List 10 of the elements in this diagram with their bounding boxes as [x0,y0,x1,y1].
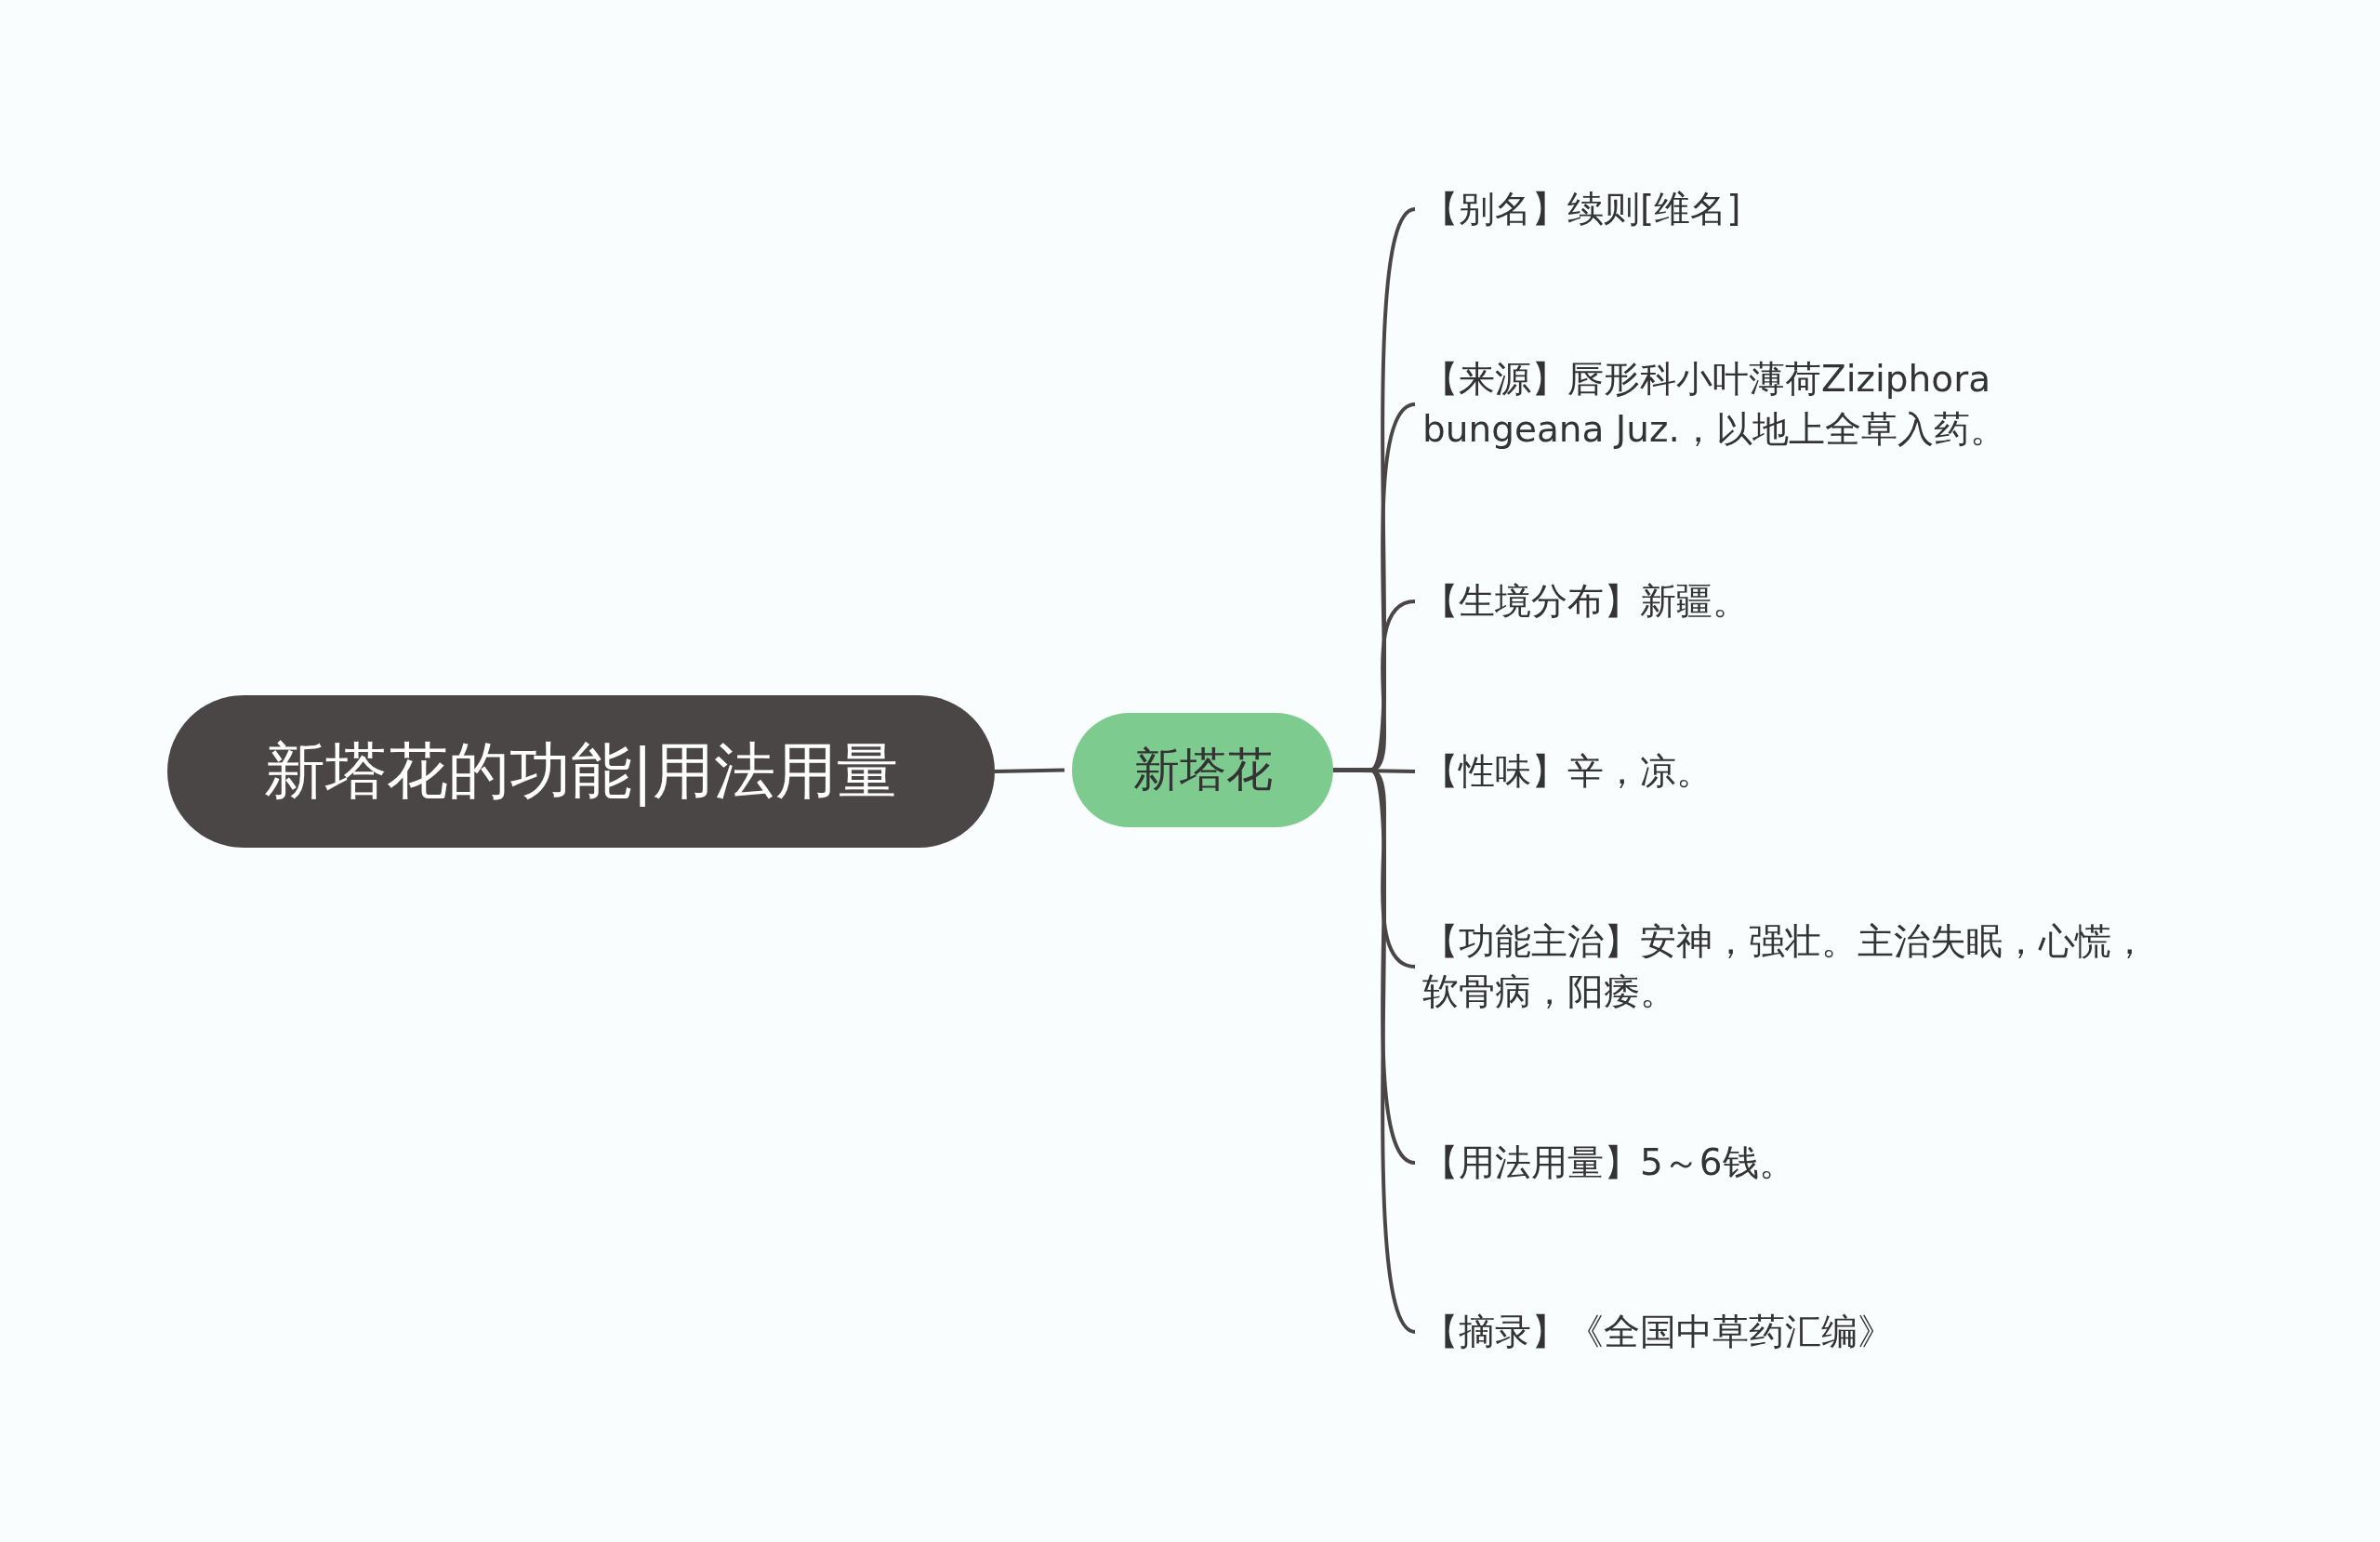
connector-line [994,768,1065,773]
root-node: 新塔花的功能|用法用量 [167,695,995,848]
leaf-text: 【别名】续则[维名] [1422,177,2175,242]
leaf-text: 【用法用量】5～6钱。 [1422,1130,2175,1195]
leaf-text: 【来源】唇形科小叶薄荷Ziziphora bungeana Juz.，以地上全草入药。 [1422,353,2175,455]
leaf-text: 【功能主治】安神，强壮。主治失眠，心慌，软骨病，阳痿。 [1422,916,2175,1018]
topic-node: 新塔花 [1072,713,1333,827]
leaf-text: 【生境分布】新疆。 [1422,569,2175,634]
leaf-text: 【摘录】《全国中草药汇编》 [1422,1299,2175,1364]
leaf-text: 【性味】辛，凉。 [1422,739,2175,804]
